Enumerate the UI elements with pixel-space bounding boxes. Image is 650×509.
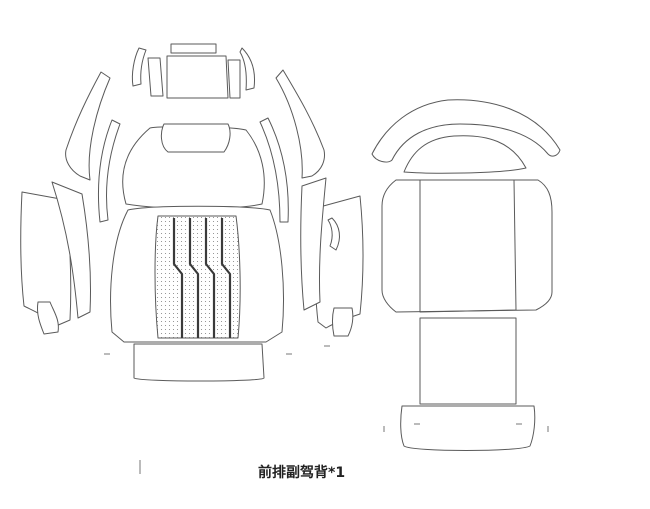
registration-ticks-left [104,345,330,474]
back-headrest-lower [403,135,527,174]
headrest-side-left-inner [147,57,164,97]
backrest-side-right-strip [259,117,289,223]
backrest-side-left-strip [98,119,121,223]
back-headrest-band [371,99,561,163]
front-seat-pattern [20,43,364,474]
headrest-side-right-inner [227,59,241,99]
headrest-top-panel [170,43,217,54]
back-main-inner [419,179,517,313]
side-panel-left-inner [51,181,92,319]
backrest-upper-insert [160,123,231,153]
backrest-side-left-outer [65,71,111,181]
headrest-front-panel [166,55,229,99]
insert-channel-lines [172,218,232,338]
backrest-side-right-outer [275,69,325,179]
back-main-panel [381,179,553,313]
seat-back-pattern [371,99,561,451]
side-flap-right [332,307,354,337]
side-flap-left [37,301,59,335]
side-panel-right-inner [300,177,327,311]
diagram-caption: 前排副驾背*1 [258,465,346,481]
headrest-side-left-outer [131,47,147,87]
registration-ticks-right [383,423,549,432]
seat-front-bolster [133,343,265,382]
back-lower-panel [419,317,517,405]
headrest-side-right-outer [239,47,255,91]
back-bottom-pocket [400,405,536,451]
side-panel-right-cutout [327,217,340,251]
